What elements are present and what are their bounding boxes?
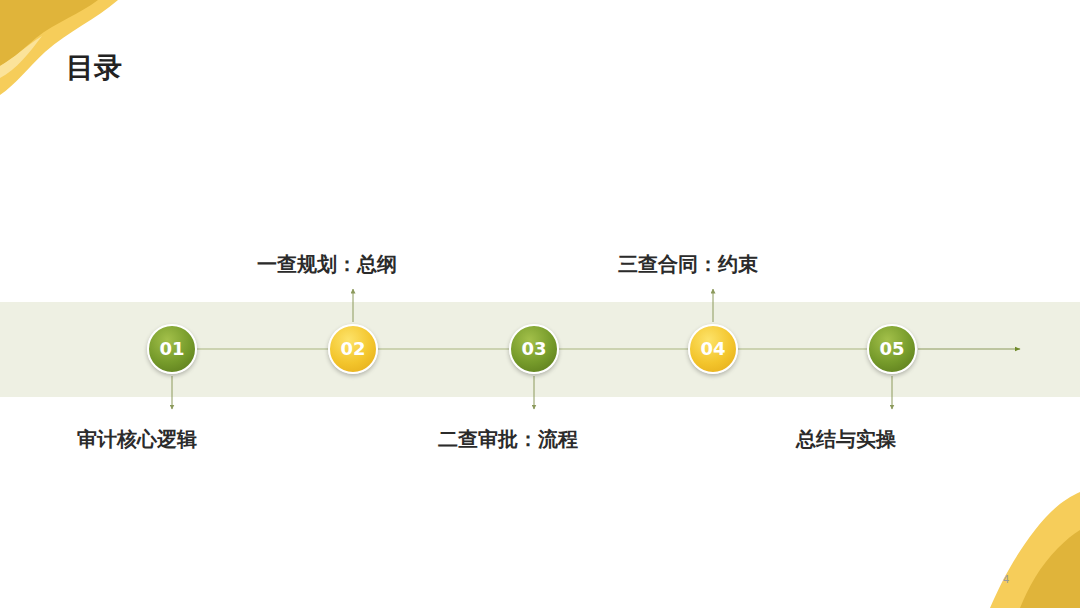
timeline-connector (559, 349, 688, 350)
timeline-band (0, 302, 1080, 397)
leader-arrow (172, 376, 173, 409)
page-number: 4 (1003, 574, 1009, 585)
leader-arrow (534, 376, 535, 409)
step-number: 04 (700, 339, 725, 359)
corner-blob (0, 36, 42, 78)
leader-arrow (892, 376, 893, 409)
timeline-circle: 05总结与实操 (867, 324, 917, 374)
timeline-circle: 04三查合同：约束 (688, 324, 738, 374)
leader-arrow (353, 289, 354, 322)
step-number: 05 (879, 339, 904, 359)
step-label: 三查合同：约束 (618, 252, 758, 276)
timeline-circle: 03二查审批：流程 (509, 324, 559, 374)
step-number: 01 (159, 339, 184, 359)
slide-title: 目录 (66, 50, 122, 86)
step-label: 一查规划：总纲 (257, 252, 397, 276)
corner-blob (990, 492, 1080, 608)
timeline-circle: 01审计核心逻辑 (147, 324, 197, 374)
timeline-connector (738, 349, 867, 350)
step-label: 审计核心逻辑 (77, 427, 197, 451)
timeline-circle: 02一查规划：总纲 (328, 324, 378, 374)
corner-blob (1020, 530, 1080, 608)
step-label: 二查审批：流程 (438, 427, 578, 451)
timeline-connector (378, 349, 509, 350)
step-label: 总结与实操 (796, 427, 896, 451)
step-number: 03 (521, 339, 546, 359)
step-number: 02 (340, 339, 365, 359)
timeline-connector (197, 349, 328, 350)
timeline-tail (918, 349, 1020, 350)
leader-arrow (713, 289, 714, 322)
